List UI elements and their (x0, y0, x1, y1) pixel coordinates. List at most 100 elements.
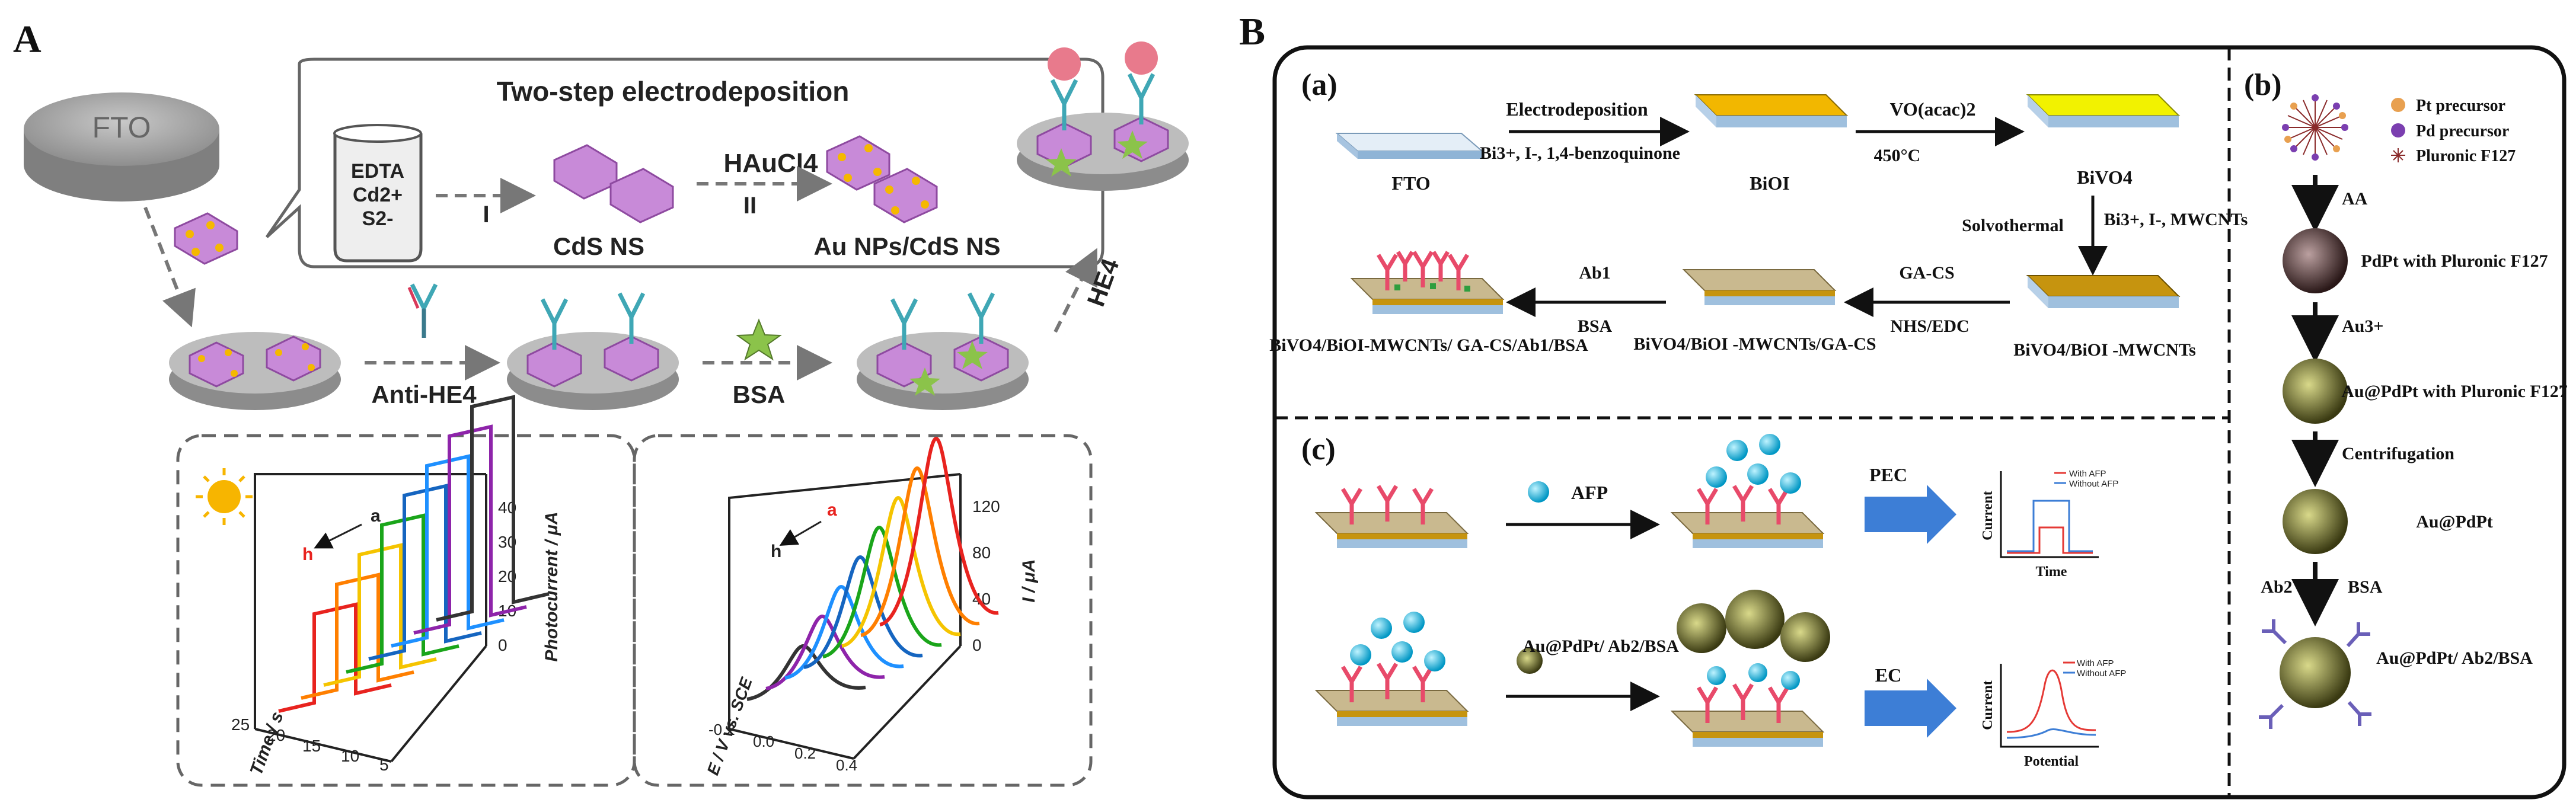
bsa-label-c: BSA (2348, 577, 2383, 597)
step-1-label: I (483, 202, 489, 228)
c-electrode-2 (1670, 434, 1825, 548)
plot2-label-h: h (771, 542, 781, 561)
dpv-plot: 0 40 80 120 I / μA 0.4 0.2 0.0 -0.2 E / … (704, 436, 1039, 778)
svg-text:Time: Time (2036, 564, 2067, 580)
gacs-film-label: BiVO4/BiOI -MWCNTs/GA-CS (1633, 334, 1876, 354)
hauci4-label: HAuCl4 (724, 149, 818, 178)
panel-b-letter: B (1239, 10, 1265, 53)
fto-disk: FTO (24, 92, 219, 202)
svg-text:0: 0 (498, 636, 507, 654)
dpv-trace (841, 495, 961, 648)
bioi-film (1694, 94, 1849, 127)
step-2-label: II (743, 193, 756, 219)
electrodeposition-label: Electrodeposition (1506, 98, 1648, 120)
fto-label: FTO (92, 111, 151, 144)
plot2-label-a: a (827, 500, 837, 520)
plot1-label-a: a (371, 506, 381, 526)
ec-label: EC (1875, 664, 1901, 686)
c-electrode-4 (1670, 590, 1830, 747)
aupdpt-f127-label: Au@PdPt with Pluronic F127 (2341, 382, 2568, 401)
svg-text:With AFP: With AFP (2077, 658, 2114, 669)
beaker-icon: EDTA Cd2+ S2- (333, 124, 423, 263)
aupdpt-sphere-icon (2283, 489, 2348, 554)
nhs-edc-label: NHS/EDC (1890, 316, 1969, 336)
svg-text:25: 25 (231, 715, 250, 734)
bivo4-bioi-film (2026, 275, 2181, 308)
electrode-final (1017, 41, 1189, 191)
dpv-trace (879, 436, 999, 626)
aupdpt-small-icon (1517, 648, 1543, 674)
solvo-conditions: Bi3+, I-, MWCNTs (2104, 210, 2248, 229)
c-reagent-label: Au@PdPt/ Ab2/BSA (1522, 637, 1679, 656)
legend-pt: Pt precursor (2416, 97, 2505, 115)
solvothermal-label: Solvothermal (1962, 216, 2064, 235)
aa-label: AA (2342, 189, 2368, 209)
box-title: Two-step electrodeposition (497, 76, 850, 107)
svg-text:120: 120 (972, 497, 1000, 516)
two-step-box: Two-step electrodeposition EDTA Cd2+ S2-… (265, 57, 1105, 268)
ab2-label: Ab2 (2261, 577, 2292, 597)
he4-antigen-icon (1125, 41, 1158, 75)
ab1-label: Ab1 (1579, 263, 1610, 283)
beaker-cd: Cd2+ (353, 184, 403, 206)
dpv-trace (822, 525, 942, 658)
centrifugation-label: Centrifugation (2342, 444, 2454, 463)
section-a-label: (a) (1301, 68, 1338, 102)
bsa-label-b: BSA (1578, 316, 1613, 336)
ab1-electrode (1350, 251, 1505, 314)
electrodep-conditions: Bi3+, I-, 1,4-benzoquinone (1480, 143, 1680, 163)
plot1-label-h: h (302, 545, 313, 564)
ec-arrow-icon (1865, 679, 1956, 738)
svg-text:With AFP: With AFP (2069, 469, 2106, 479)
pd-precursor-icon (2391, 123, 2405, 137)
pec-label: PEC (1869, 464, 1907, 485)
fto-substrate (1335, 133, 1484, 159)
pluronic-icon (2391, 148, 2405, 162)
svg-text:15: 15 (302, 737, 321, 755)
svg-text:Current: Current (1980, 491, 1996, 540)
au3-label: Au3+ (2342, 316, 2383, 336)
final-electrode-label: BiVO4/BiOI-MWCNTs/ GA-CS/Ab1/BSA (1269, 335, 1588, 355)
electrode-3 (857, 292, 1029, 410)
svg-text:Without AFP: Without AFP (2069, 479, 2118, 489)
plot1-ylabel: Photocurrent / μA (542, 511, 561, 661)
panel-b-frame (1272, 45, 2567, 799)
dpv-trace (860, 466, 980, 637)
bsa-star-icon (736, 318, 782, 361)
cds-hex (609, 168, 674, 223)
svg-text:Without AFP: Without AFP (2077, 669, 2126, 679)
aunp-hex (826, 135, 890, 191)
svg-text:5: 5 (379, 756, 389, 774)
plot2-frame (633, 434, 1093, 787)
dpv-trace (746, 644, 866, 701)
sun-icon (196, 468, 253, 525)
c-electrode-1 (1314, 485, 1469, 548)
photocurrent-trace (436, 395, 550, 622)
c-electrode-3 (1314, 612, 1469, 726)
fto-label-b: FTO (1391, 172, 1430, 194)
legend-pluronic: Pluronic F127 (2416, 147, 2516, 165)
panel-a: A FTO Two-step electrodeposition EDTA Cd… (13, 18, 1189, 787)
temp-label: 450°C (1874, 146, 1921, 165)
au-nanoparticles (838, 144, 929, 215)
aunp-hex (873, 168, 938, 223)
bivo4-label: BiVO4 (2077, 167, 2133, 188)
small-hex (174, 212, 238, 265)
electrode-1 (169, 332, 341, 410)
svg-text:Current: Current (1980, 680, 1996, 730)
aunp-label: Au NPs/CdS NS (813, 232, 1000, 260)
precursor-cluster-icon (2282, 94, 2348, 161)
bivo4-film (2026, 94, 2181, 127)
dpv-trace (765, 614, 885, 690)
section-c-label: (c) (1301, 433, 1336, 466)
anti-he4-label: Anti-HE4 (371, 380, 477, 408)
bioi-label: BiOI (1750, 172, 1790, 194)
beaker-edta: EDTA (351, 160, 404, 183)
pdpt-label: PdPt with Pluronic F127 (2361, 251, 2548, 271)
svg-text:0.4: 0.4 (836, 756, 857, 774)
panel-a-letter: A (13, 18, 42, 61)
svg-text:0.2: 0.2 (794, 744, 816, 762)
antibody-icon (407, 283, 438, 338)
pec-graph: Current Time With AFP Without AFP (1980, 469, 2118, 580)
